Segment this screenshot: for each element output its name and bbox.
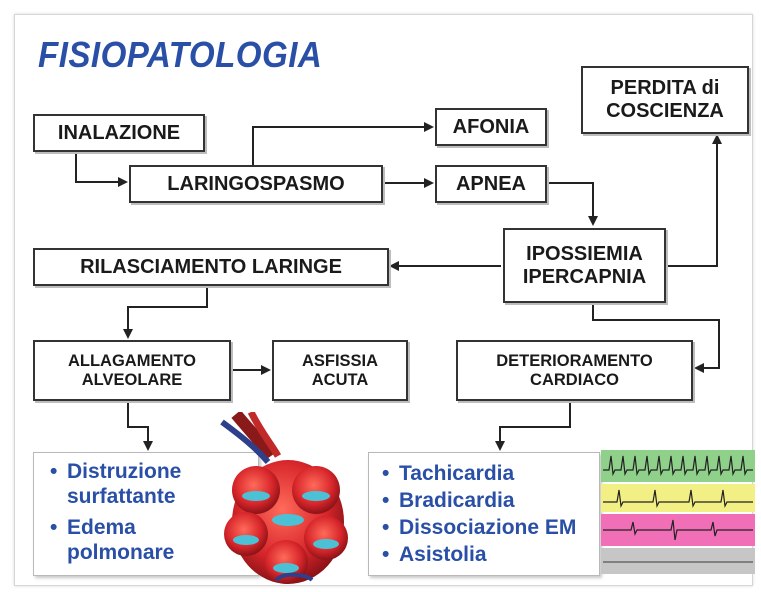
arrow-deterioramento-list xyxy=(495,401,571,451)
bullet-icon: • xyxy=(382,543,390,566)
list-item-line2: surfattante xyxy=(67,485,176,509)
box-label-line2: ALVEOLARE xyxy=(81,370,183,389)
bullet-icon: • xyxy=(50,516,58,539)
arrow-ipossiemia-deterioramento xyxy=(592,303,720,373)
lungs-effects-list: • Distruzione surfattante • Edema polmon… xyxy=(33,452,259,576)
box-asfissia-acuta: ASFISSIA ACUTA xyxy=(272,340,408,401)
slide-title: FISIOPATOLOGIA xyxy=(38,34,323,75)
box-laringospasmo: LARINGOSPASMO xyxy=(129,165,383,203)
arrow-rilasciamento-allagamento xyxy=(123,287,208,339)
arrow-laringospasmo-afonia xyxy=(252,122,434,167)
ecg-strips-icon xyxy=(601,450,755,574)
box-label-line2: IPERCAPNIA xyxy=(522,265,647,288)
box-label: RILASCIAMENTO LARINGE xyxy=(80,255,342,278)
arrow-allagamento-list xyxy=(127,401,153,451)
bullet-icon: • xyxy=(382,462,390,485)
list-item: • Dissociazione EM xyxy=(382,515,577,540)
box-label-line1: ASFISSIA xyxy=(301,351,379,370)
box-label-line1: PERDITA di xyxy=(610,77,720,99)
list-item-line1: Distruzione xyxy=(67,460,182,483)
ecg-strip-bradycardia xyxy=(601,484,755,512)
box-rilasciamento-laringe: RILASCIAMENTO LARINGE xyxy=(33,248,389,286)
box-label-line1: DETERIORAMENTO xyxy=(496,351,653,370)
box-label: APNEA xyxy=(455,172,526,195)
box-perdita-coscienza: PERDITA di COSCIENZA xyxy=(581,66,749,134)
arrow-ipossiemia-perdita xyxy=(666,134,722,267)
ecg-strip-asystole xyxy=(601,548,755,574)
list-item-label: Bradicardia xyxy=(399,489,515,512)
box-deterioramento-cardiaco: DETERIORAMENTO CARDIACO xyxy=(456,340,693,401)
bullet-icon: • xyxy=(382,516,390,539)
list-item: • Bradicardia xyxy=(382,488,515,513)
bullet-icon: • xyxy=(382,489,390,512)
list-item-label: Dissociazione EM xyxy=(399,516,577,539)
box-ipossiemia-ipercapnia: IPOSSIEMIA IPERCAPNIA xyxy=(503,228,666,303)
list-item-line1: Edema xyxy=(67,516,136,539)
box-afonia: AFONIA xyxy=(435,108,547,146)
arrow-apnea-ipossiemia xyxy=(549,182,598,226)
box-label: LARINGOSPASMO xyxy=(167,172,345,195)
box-allagamento-alveolare: ALLAGAMENTO ALVEOLARE xyxy=(33,340,231,401)
box-label-line2: CARDIACO xyxy=(530,370,619,389)
arrow-inalazione-laringospasmo xyxy=(75,152,128,187)
list-item-label: Asistolia xyxy=(399,543,487,566)
list-item: • Distruzione surfattante xyxy=(50,459,182,509)
alveoli-icon xyxy=(220,412,348,584)
box-label-line2: ACUTA xyxy=(311,370,369,389)
list-item: • Tachicardia xyxy=(382,461,515,486)
box-label: INALAZIONE xyxy=(57,121,181,144)
box-label-line1: IPOSSIEMIA xyxy=(526,242,643,265)
list-item-label: Tachicardia xyxy=(399,462,515,485)
list-item: • Edema polmonare xyxy=(50,515,175,565)
bullet-icon: • xyxy=(50,460,58,483)
box-label-line2: COSCIENZA xyxy=(606,100,724,122)
list-item: • Asistolia xyxy=(382,542,487,567)
box-label: AFONIA xyxy=(452,115,530,138)
box-inalazione: INALAZIONE xyxy=(33,114,205,152)
list-item-line2: polmonare xyxy=(67,541,175,565)
box-label-line1: ALLAGAMENTO xyxy=(67,351,197,370)
box-apnea: APNEA xyxy=(435,165,547,203)
cardiac-effects-list: • Tachicardia • Bradicardia • Dissociazi… xyxy=(368,452,600,576)
